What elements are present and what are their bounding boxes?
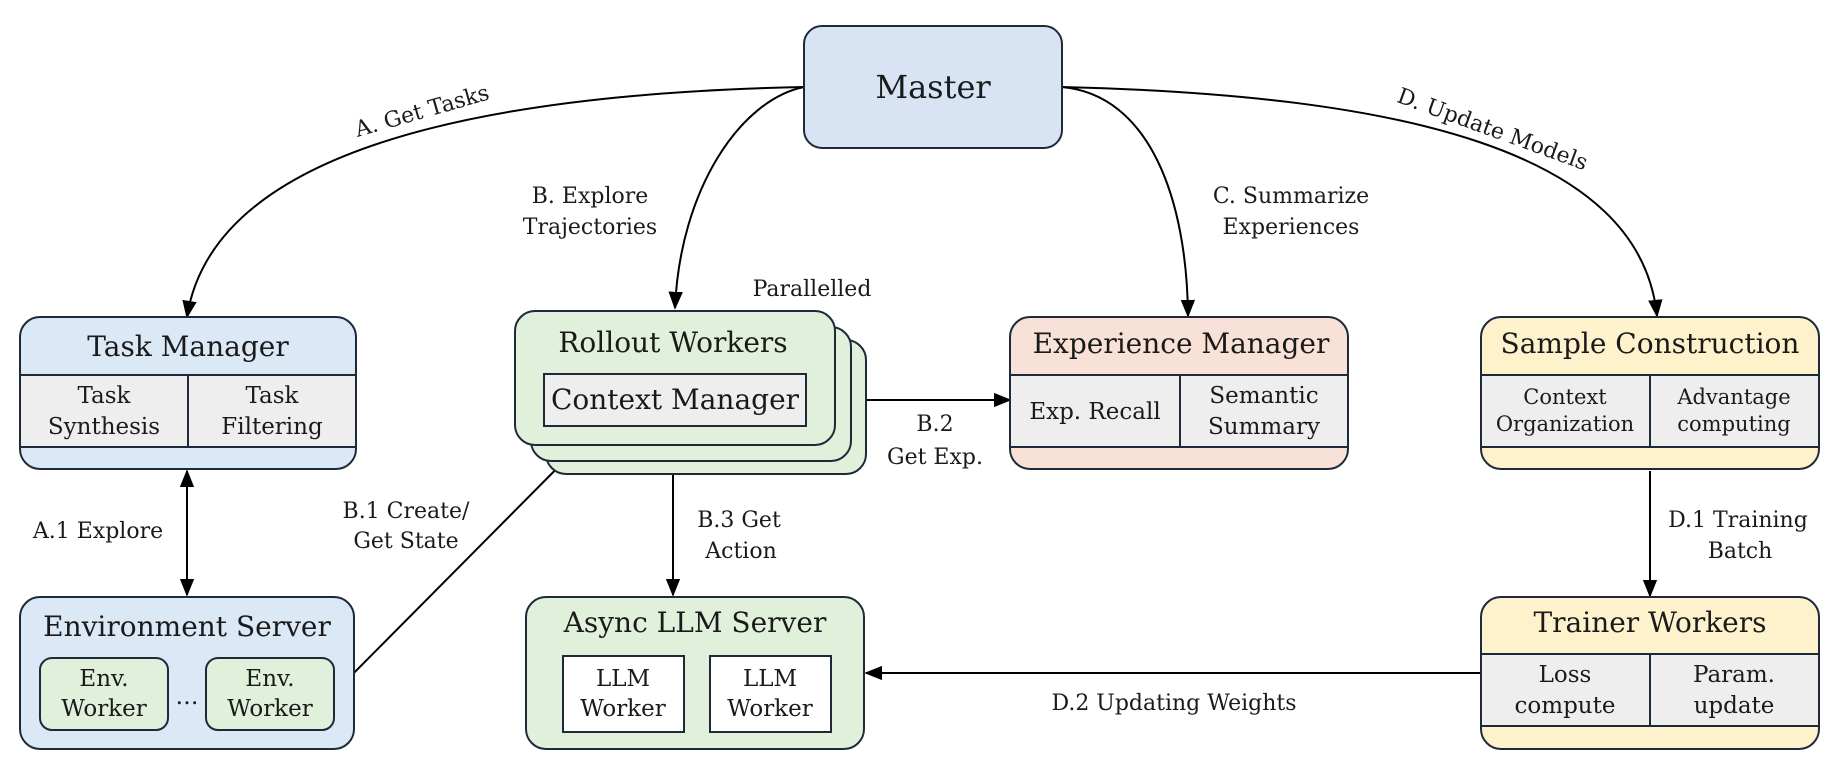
- environment-server-title: Environment Server: [43, 610, 331, 643]
- context-manager-label: Context Manager: [551, 383, 800, 416]
- semantic-summary-line2: Summary: [1208, 414, 1320, 440]
- edge-label-b3-line2: Action: [704, 539, 777, 564]
- loss-compute-line1: Loss: [1539, 662, 1592, 688]
- llm-worker-1-line2: Worker: [580, 696, 665, 722]
- environment-server-node: Environment Server Env. Worker … Env. Wo…: [19, 596, 355, 750]
- context-organization-cell: [1480, 374, 1651, 448]
- semantic-summary-cell: [1179, 374, 1349, 448]
- llm-worker-2-line1: LLM: [743, 666, 797, 692]
- loss-compute-cell: [1480, 653, 1651, 727]
- edge-label-b1-line2: Get State: [353, 529, 458, 554]
- edge-labels: A. Get Tasks B. Explore Trajectories C. …: [32, 81, 1808, 716]
- exp-recall-label: Exp. Recall: [1029, 399, 1160, 425]
- advantage-computing-cell: [1649, 374, 1820, 448]
- experience-manager-node: Experience Manager Exp. Recall Semantic …: [1009, 316, 1349, 470]
- trainer-workers-title: Trainer Workers: [1533, 606, 1766, 639]
- parallelled-label: Parallelled: [753, 277, 872, 302]
- arrows: [179, 86, 1663, 695]
- llm-worker-1-box: [562, 655, 685, 733]
- param-update-cell: [1649, 653, 1820, 727]
- task-filtering-line2: Filtering: [221, 414, 323, 440]
- task-filtering-cell: [187, 374, 357, 448]
- context-organization-line1: Context: [1523, 385, 1607, 409]
- master-label: Master: [875, 68, 991, 106]
- edge-label-a1-explore: A.1 Explore: [32, 519, 163, 544]
- env-worker-1-box: [39, 657, 169, 731]
- edge-label-b3-line1: B.3 Get: [697, 508, 781, 533]
- env-worker-1-line1: Env.: [79, 666, 128, 692]
- task-synthesis-line1: Task: [77, 383, 131, 409]
- task-filtering-line1: Task: [245, 383, 299, 409]
- semantic-summary-line1: Semantic: [1209, 383, 1318, 409]
- sample-construction-node: Sample Construction Context Organization…: [1480, 316, 1820, 470]
- edge-label-d2-updating-weights: D.2 Updating Weights: [1051, 691, 1296, 716]
- env-worker-2-line2: Worker: [227, 696, 312, 722]
- loss-compute-line2: compute: [1515, 693, 1616, 719]
- exp-recall-cell: [1009, 374, 1181, 448]
- edge-label-b1-line1: B.1 Create/: [343, 499, 470, 524]
- edge-label-get-tasks: A. Get Tasks: [351, 81, 492, 143]
- arrow-update-models: [1061, 86, 1663, 318]
- llm-server-node: Async LLM Server LLM Worker LLM Worker: [525, 596, 865, 750]
- task-synthesis-line2: Synthesis: [48, 414, 160, 440]
- llm-server-title: Async LLM Server: [563, 606, 827, 639]
- edge-label-d1-line2: Batch: [1708, 539, 1773, 564]
- advantage-computing-line2: computing: [1677, 412, 1790, 436]
- trainer-workers-node: Trainer Workers Loss compute Param. upda…: [1480, 596, 1820, 750]
- arrow-summarize-experiences: [1061, 86, 1196, 318]
- advantage-computing-line1: Advantage: [1676, 385, 1790, 409]
- param-update-line1: Param.: [1693, 662, 1775, 688]
- llm-worker-2-box: [709, 655, 832, 733]
- edge-label-update-models: D. Update Models: [1394, 84, 1591, 176]
- edge-label-b2-line2: Get Exp.: [887, 445, 983, 470]
- env-worker-1-line2: Worker: [61, 696, 146, 722]
- arrow-explore-trajectories: [668, 86, 805, 310]
- task-manager-node: Task Manager Task Synthesis Task Filteri…: [19, 316, 357, 470]
- context-organization-line2: Organization: [1496, 412, 1634, 436]
- sample-construction-title: Sample Construction: [1501, 327, 1800, 360]
- edge-label-summarize-line1: C. Summarize: [1213, 184, 1369, 209]
- rollout-workers-title: Rollout Workers: [558, 326, 787, 359]
- task-manager-title: Task Manager: [87, 330, 289, 363]
- env-worker-2-box: [205, 657, 335, 731]
- experience-manager-title: Experience Manager: [1033, 327, 1330, 360]
- env-worker-2-line1: Env.: [245, 666, 294, 692]
- llm-worker-1-line1: LLM: [596, 666, 650, 692]
- context-manager-box: [543, 373, 807, 427]
- arrow-get-tasks: [182, 86, 805, 319]
- edge-label-explore-line2: Trajectories: [523, 215, 657, 240]
- master-box: [803, 25, 1063, 149]
- env-worker-ellipsis: …: [176, 684, 199, 710]
- edge-label-explore-line1: B. Explore: [532, 184, 649, 209]
- master-node: Master: [803, 25, 1063, 149]
- edge-label-d1-line1: D.1 Training: [1668, 508, 1808, 533]
- rollout-workers-node: Rollout Workers Context Manager Parallel…: [514, 277, 872, 475]
- llm-worker-2-line2: Worker: [727, 696, 812, 722]
- param-update-line2: update: [1694, 693, 1775, 719]
- edge-label-summarize-line2: Experiences: [1223, 215, 1360, 240]
- edge-label-b2-line1: B.2: [916, 412, 953, 437]
